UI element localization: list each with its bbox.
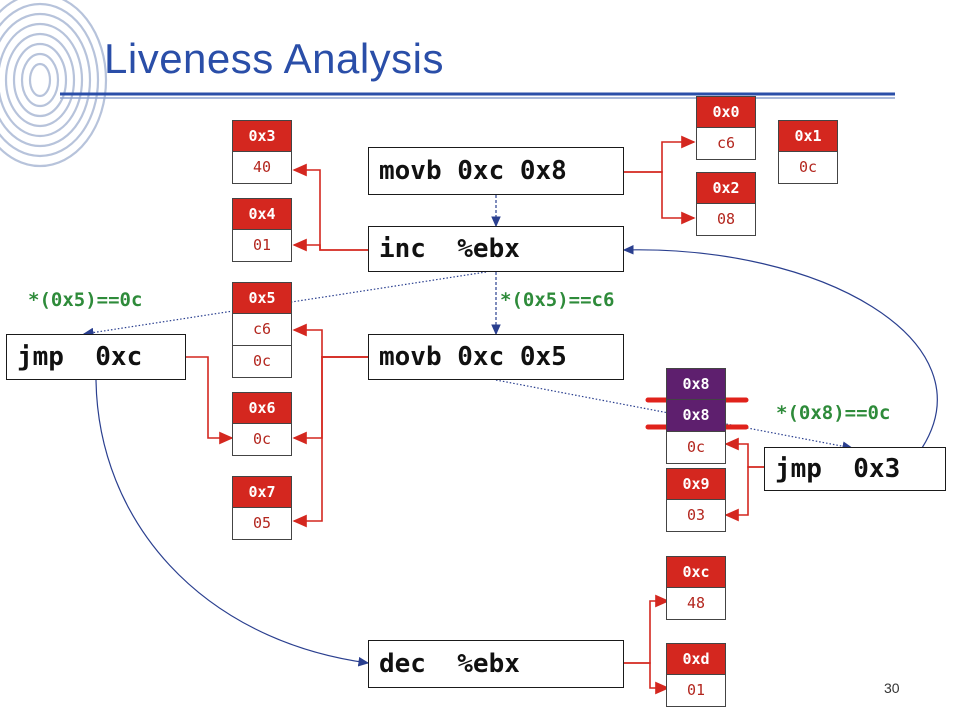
memory-cell-0x5: 0x5 c6 0c <box>232 282 292 378</box>
memory-cell-0xc: 0xc 48 <box>666 556 726 620</box>
wire-i2-m3 <box>292 163 368 251</box>
memory-address: 0x1 <box>779 121 837 151</box>
memory-value: 0c <box>233 423 291 455</box>
wire-i1-m2 <box>622 171 696 225</box>
memory-address: 0x9 <box>667 469 725 499</box>
wire-i6-md <box>624 662 670 695</box>
instruction-jmp-0x3: jmp 0x3 <box>764 447 946 491</box>
memory-cell-0x1: 0x1 0c <box>778 120 838 184</box>
instruction-dec-ebx: dec %ebx <box>368 640 624 688</box>
memory-value: 03 <box>667 499 725 531</box>
memory-address: 0xd <box>667 644 725 674</box>
memory-address: 0x8 <box>667 369 725 399</box>
memory-value: 48 <box>667 587 725 619</box>
instruction-jmp-0xc: jmp 0xc <box>6 334 186 380</box>
memory-address: 0x6 <box>233 393 291 423</box>
wire-i1-m0 <box>622 135 696 173</box>
memory-value: 08 <box>697 203 755 235</box>
page-number: 30 <box>884 680 900 696</box>
condition-label-0x5-eq-c6: *(0x5)==c6 <box>500 289 615 311</box>
memory-address: 0xc <box>667 557 725 587</box>
memory-value-new: 0c <box>233 345 291 377</box>
condition-label-0x5-eq-0c: *(0x5)==0c <box>28 289 143 311</box>
memory-cell-0x3: 0x3 40 <box>232 120 292 184</box>
flow-i3-i5 <box>495 379 854 451</box>
memory-cell-0xd: 0xd 01 <box>666 643 726 707</box>
memory-value: c6 <box>697 127 755 159</box>
memory-value-old: 0x8 <box>667 399 725 431</box>
wire-i6-mc <box>624 594 670 664</box>
wire-i3-m7 <box>292 356 368 528</box>
instruction-movb-0xc-0x5: movb 0xc 0x5 <box>368 334 624 380</box>
memory-value: 01 <box>233 229 291 261</box>
wire-i5-m8 <box>724 437 768 468</box>
memory-cell-0x8: 0x8 0x8 0c <box>666 368 726 464</box>
memory-value: 05 <box>233 507 291 539</box>
wire-i5-m9 <box>724 466 768 522</box>
condition-label-0x8-eq-0c: *(0x8)==0c <box>776 402 891 424</box>
memory-address: 0x5 <box>233 283 291 313</box>
memory-value-new: 0c <box>667 431 725 463</box>
flow-i5-i2 <box>622 244 938 449</box>
memory-address: 0x7 <box>233 477 291 507</box>
memory-address: 0x3 <box>233 121 291 151</box>
memory-cell-0x7: 0x7 05 <box>232 476 292 540</box>
memory-cell-0x0: 0x0 c6 <box>696 96 756 160</box>
memory-cell-0x6: 0x6 0c <box>232 392 292 456</box>
memory-value: 40 <box>233 151 291 183</box>
memory-cell-0x4: 0x4 01 <box>232 198 292 262</box>
instruction-movb-0xc-0x8: movb 0xc 0x8 <box>368 147 624 195</box>
memory-cell-0x2: 0x2 08 <box>696 172 756 236</box>
memory-value: 01 <box>667 674 725 706</box>
wire-i4-m6 <box>186 356 234 445</box>
memory-value: 0c <box>779 151 837 183</box>
memory-address: 0x0 <box>697 97 755 127</box>
memory-address: 0x4 <box>233 199 291 229</box>
memory-address: 0x2 <box>697 173 755 203</box>
memory-value-old: c6 <box>233 313 291 345</box>
flow-i4-i6 <box>95 379 370 667</box>
instruction-inc-ebx: inc %ebx <box>368 226 624 272</box>
memory-cell-0x9: 0x9 03 <box>666 468 726 532</box>
fingerprint-watermark <box>0 0 108 168</box>
slide-title: Liveness Analysis <box>104 35 445 82</box>
wire-i3-m5 <box>292 323 368 358</box>
wire-i3-m6 <box>292 356 368 445</box>
wire-i2-m4 <box>292 238 368 252</box>
